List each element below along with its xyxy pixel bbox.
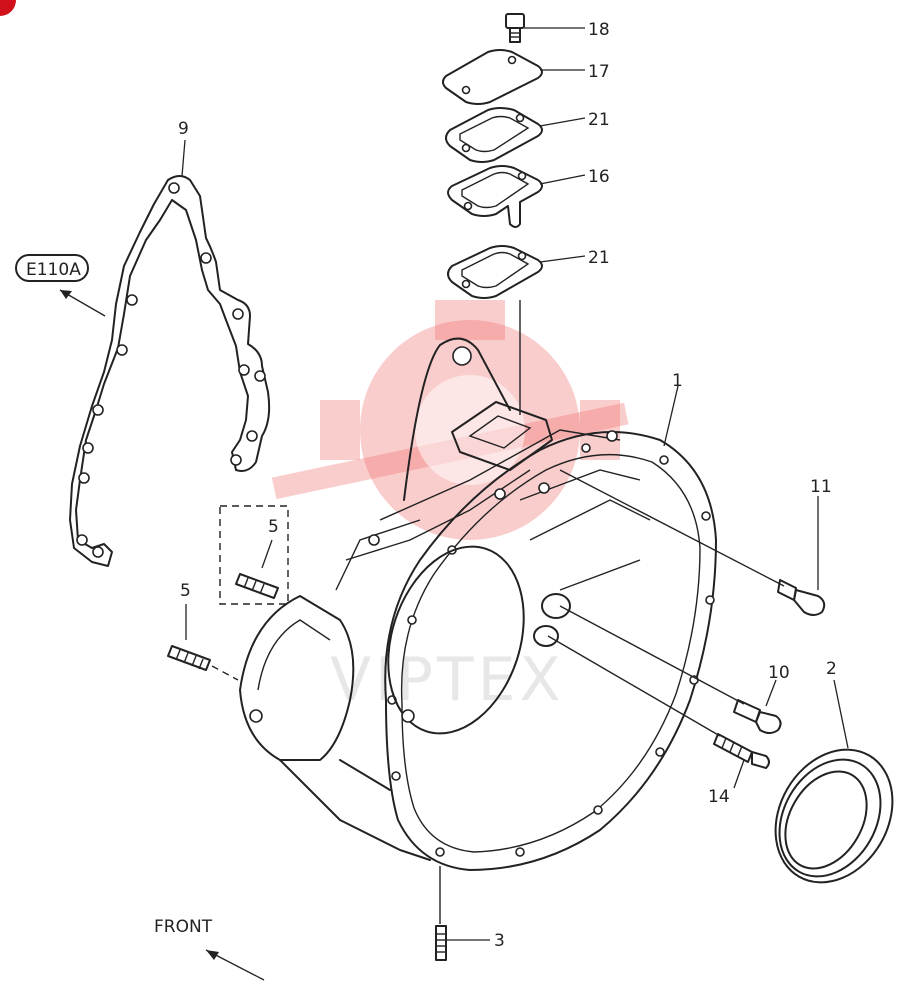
gasket-21-upper	[445, 107, 543, 163]
cover-plate-17	[442, 49, 543, 105]
callout-1: 1	[672, 371, 683, 391]
plate-16	[447, 165, 543, 228]
stud-3	[435, 925, 447, 961]
callout-14: 14	[708, 787, 730, 807]
detail-box	[219, 505, 289, 605]
callout-2: 2	[826, 659, 837, 679]
axis-line-11	[559, 469, 785, 587]
front-label: FRONT	[154, 917, 213, 937]
callout-11: 11	[810, 477, 832, 497]
bolt-10	[733, 699, 782, 734]
reference-tag: E110A	[15, 254, 106, 317]
callout-5: 5	[180, 581, 191, 601]
flywheel-housing-1	[239, 337, 717, 871]
callout-9: 9	[178, 119, 189, 139]
bolt-18	[505, 13, 525, 43]
callout-17: 17	[588, 62, 610, 82]
corner-marker	[0, 0, 16, 16]
bolt-14	[713, 733, 770, 769]
bolt-11	[777, 579, 826, 616]
callout-5-boxed: 5	[268, 517, 279, 537]
stud-5-boxed	[235, 573, 279, 599]
callout-3: 3	[494, 931, 505, 951]
callout-18: 18	[588, 20, 610, 40]
front-arrow	[205, 949, 265, 981]
callout-10: 10	[768, 663, 790, 683]
stud-5	[167, 645, 211, 671]
axis-line-10	[559, 605, 745, 705]
watermark: VIPTEX	[271, 300, 629, 715]
reference-tag-text: E110A	[26, 260, 81, 280]
gasket-21-lower	[447, 245, 543, 299]
callout-21-upper: 21	[588, 110, 610, 130]
axis-line-14	[547, 635, 721, 737]
gasket-9	[69, 175, 271, 567]
callout-21-lower: 21	[588, 248, 610, 268]
callout-16: 16	[588, 167, 610, 187]
watermark-text: VIPTEX	[330, 645, 565, 715]
oil-seal-2	[774, 748, 894, 884]
